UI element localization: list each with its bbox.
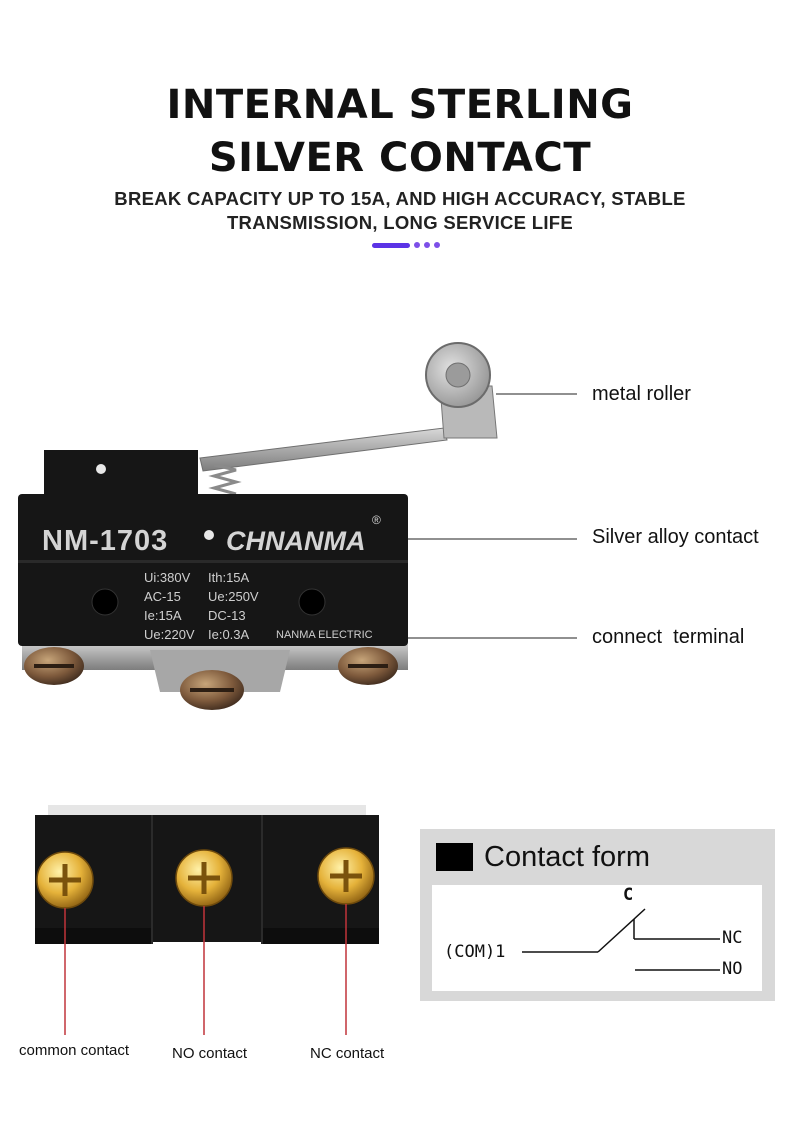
title-line-1: INTERNAL STERLING	[166, 82, 634, 128]
nc-terminal-label: NC	[722, 928, 743, 948]
common-terminal-label: C	[623, 885, 634, 905]
switch-model-label: NM-1703	[42, 525, 168, 557]
spring	[208, 463, 242, 496]
contact-form-title: Contact form	[484, 841, 650, 873]
terminal-leader-lines	[64, 904, 347, 1035]
registered-mark: ®	[372, 513, 381, 527]
title-line-2: SILVER CONTACT	[208, 135, 592, 181]
switch-brand-label: CHNANMA	[226, 526, 365, 556]
callout-lines	[408, 393, 577, 639]
divider-bar	[372, 242, 410, 248]
terminal-end-view	[35, 805, 379, 944]
spec-text: Ue:220V	[144, 627, 195, 642]
metal-roller	[425, 342, 491, 408]
subtitle-line-1: BREAK CAPACITY UP TO 15A, AND HIGH ACCUR…	[114, 188, 686, 209]
spec-text: Ue:250V	[208, 589, 259, 604]
square-marker-icon	[436, 843, 473, 871]
divider-dot	[414, 242, 420, 248]
spec-text: Ith:15A	[208, 570, 250, 585]
caption-nc-contact: NC contact	[310, 1045, 385, 1062]
subtitle-line-2: TRANSMISSION, LONG SERVICE LIFE	[226, 212, 574, 233]
spec-text: Ie:0.3A	[208, 627, 250, 642]
no-terminal-label: NO	[722, 959, 743, 979]
schematic-lines	[522, 908, 720, 971]
com-terminal-label: (COM)1	[444, 942, 506, 962]
caption-common-contact: common contact	[19, 1042, 130, 1059]
spec-text: Ie:15A	[144, 608, 182, 623]
callout-silver-alloy-contact: Silver alloy contact	[592, 526, 759, 548]
spec-text: DC-13	[208, 608, 246, 623]
terminal-screws	[24, 647, 398, 710]
section-divider-dots	[372, 241, 440, 249]
spec-text: AC-15	[144, 589, 181, 604]
contact-form-panel: Contact form C (COM)1 NC NO	[420, 829, 775, 1001]
maker-label: NANMA ELECTRIC	[276, 629, 373, 641]
divider-dot	[424, 242, 430, 248]
spec-text: Ui:380V	[144, 570, 191, 585]
callout-connect-terminal: connect terminal	[592, 626, 745, 648]
switch-body	[18, 450, 408, 646]
divider-dot	[434, 242, 440, 248]
callout-metal-roller: metal roller	[592, 383, 691, 405]
contact-schematic: C (COM)1 NC NO	[432, 885, 762, 991]
caption-no-contact: NO contact	[172, 1045, 248, 1062]
